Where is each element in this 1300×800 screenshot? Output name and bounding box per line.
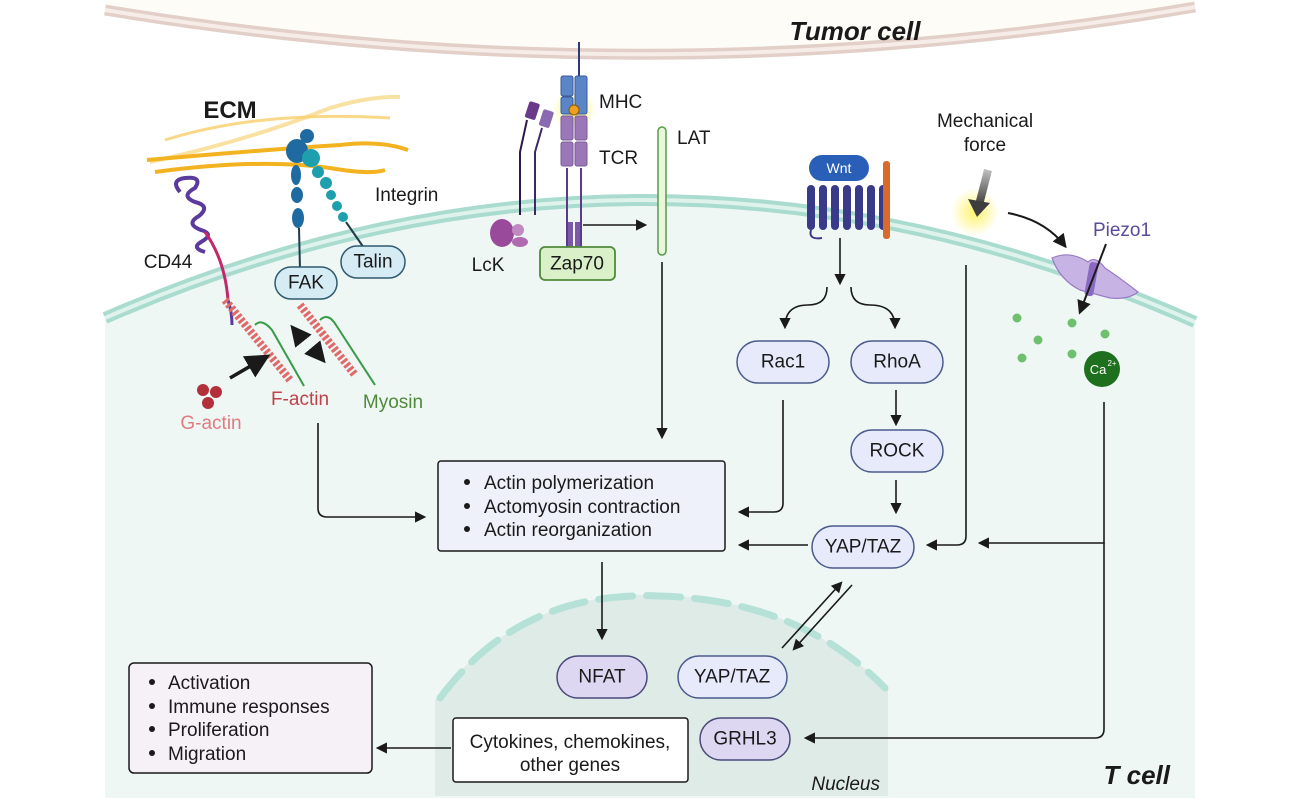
actin-effects-box: Actin polymerization Actomyosin contract… — [437, 460, 726, 552]
f-actin-label: F-actin — [271, 389, 329, 410]
ecm: ECM — [146, 94, 409, 175]
mhc-label: MHC — [599, 92, 642, 113]
calcium-to-grhl3-arrow — [803, 543, 1105, 744]
yap-import-arrow — [792, 584, 853, 651]
polymerization-arrow — [229, 354, 271, 380]
rhoa-node: RhoA — [850, 340, 944, 384]
talin-label: Talin — [353, 252, 392, 273]
g-actin-label: G-actin — [180, 413, 241, 434]
mechanical-force-label-line2: force — [964, 135, 1006, 156]
piezo1-label: Piezo1 — [1093, 220, 1151, 241]
outcome-item-2: Immune responses — [168, 697, 330, 718]
cd44-label: CD44 — [144, 252, 193, 273]
lat-label: LAT — [677, 128, 711, 149]
genes-line-2: other genes — [520, 755, 620, 776]
nuclear-envelope — [436, 592, 889, 702]
yap-export-arrow — [781, 581, 843, 649]
outcome-box: Activation Immune responses Proliferatio… — [128, 662, 373, 774]
tumor-cell-label: Tumor cell — [789, 16, 921, 46]
ecm-label: ECM — [203, 97, 256, 124]
yap-taz-nucleus-node: YAP/TAZ — [677, 655, 788, 699]
wnt-label: Wnt — [827, 160, 852, 176]
rock-node: ROCK — [850, 429, 944, 473]
yap-taz-cytoplasm-node: YAP/TAZ — [811, 525, 915, 569]
to-rac1-arrow — [779, 286, 828, 330]
yap-taz-nucleus-label: YAP/TAZ — [694, 667, 771, 688]
outcome-item-4: Migration — [168, 744, 246, 765]
genes-line-1: Cytokines, chemokines, — [470, 732, 671, 753]
yap-taz-cytoplasm-label: YAP/TAZ — [825, 537, 902, 558]
myosin-label: Myosin — [363, 392, 423, 413]
wnt-receptor: Wnt — [807, 155, 890, 240]
lat: LAT — [657, 126, 711, 256]
nfat-node: NFAT — [556, 655, 648, 699]
mhc-tcr-complex: MHC TCR — [552, 42, 642, 250]
nfat-label: NFAT — [578, 667, 626, 688]
actomyosin: G-actin F-actin Myosin — [180, 297, 423, 434]
outcome-item-1: Activation — [168, 673, 250, 694]
to-rhoa-arrow — [850, 286, 901, 330]
actin-item-1: Actin polymerization — [484, 473, 654, 494]
outcome-item-3: Proliferation — [168, 720, 269, 741]
cd44-receptor: CD44 — [144, 175, 234, 326]
piezo1-channel: Piezo1 Ca 2+ — [1012, 220, 1151, 387]
zap70-label: Zap70 — [550, 254, 604, 275]
nucleus-label: Nucleus — [811, 774, 880, 795]
fak-label: FAK — [288, 273, 324, 294]
integrin: Integrin — [286, 129, 438, 271]
rhoa-label: RhoA — [873, 352, 921, 373]
rac1-to-actin-box-arrow — [737, 400, 784, 518]
rac1-node: Rac1 — [736, 340, 830, 384]
rac1-label: Rac1 — [761, 352, 805, 373]
tcr-label: TCR — [599, 148, 638, 169]
actin-item-3: Actin reorganization — [484, 520, 652, 541]
force-to-yap-arrow — [925, 265, 967, 551]
zap70-node: Zap70 — [539, 246, 616, 281]
factin-to-actin-box-arrow — [317, 423, 427, 523]
rock-label: ROCK — [870, 441, 925, 462]
contraction-arrow-down — [304, 340, 326, 364]
contraction-arrow-up — [290, 324, 312, 348]
mechanical-force: Mechanical force — [937, 111, 1067, 249]
lck-label: LcK — [472, 255, 505, 276]
calcium-label: Ca — [1090, 362, 1107, 377]
talin-node: Talin — [340, 245, 406, 279]
t-cell-label: T cell — [1104, 760, 1171, 790]
calcium-ion-icon — [1084, 351, 1120, 387]
fak-node: FAK — [274, 266, 338, 300]
lck: LcK — [472, 101, 554, 276]
pathway-arrows — [317, 238, 1105, 754]
force-arrow-icon — [968, 199, 990, 217]
tumor-cell-region: Tumor cell — [104, 0, 1196, 60]
grhl3-label: GRHL3 — [713, 729, 776, 750]
integrin-label: Integrin — [375, 185, 438, 206]
calcium-charge: 2+ — [1107, 359, 1116, 368]
mechanical-force-label-line1: Mechanical — [937, 111, 1033, 132]
grhl3-node: GRHL3 — [699, 717, 791, 761]
genes-box: Cytokines, chemokines, other genes — [452, 717, 689, 783]
actin-item-2: Actomyosin contraction — [484, 497, 680, 518]
